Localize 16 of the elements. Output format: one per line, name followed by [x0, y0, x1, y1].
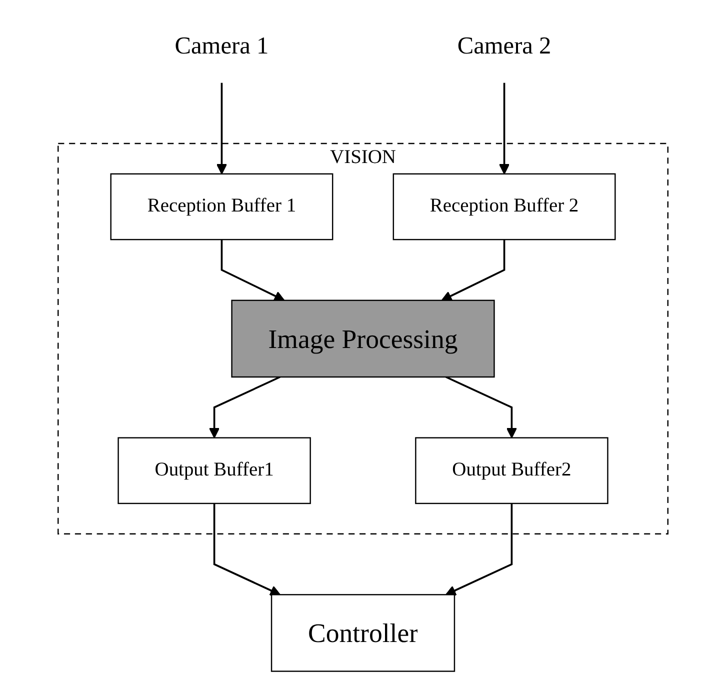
node-box: Image Processing — [231, 300, 495, 378]
arrow — [216, 82, 228, 174]
node-box: Reception Buffer 2 — [392, 173, 616, 240]
node-text: Camera 2 — [457, 32, 552, 60]
arrow — [498, 82, 510, 174]
node-box: Controller — [270, 594, 456, 672]
arrow — [441, 240, 506, 301]
arrow — [220, 240, 285, 301]
node-box: Reception Buffer 1 — [110, 173, 334, 240]
arrow — [446, 376, 518, 438]
arrow — [213, 503, 281, 596]
arrow — [445, 503, 513, 596]
node-text: Camera 1 — [174, 32, 269, 60]
arrow — [208, 376, 280, 438]
node-box: Output Buffer2 — [415, 437, 608, 504]
node-box: Output Buffer1 — [118, 437, 311, 504]
